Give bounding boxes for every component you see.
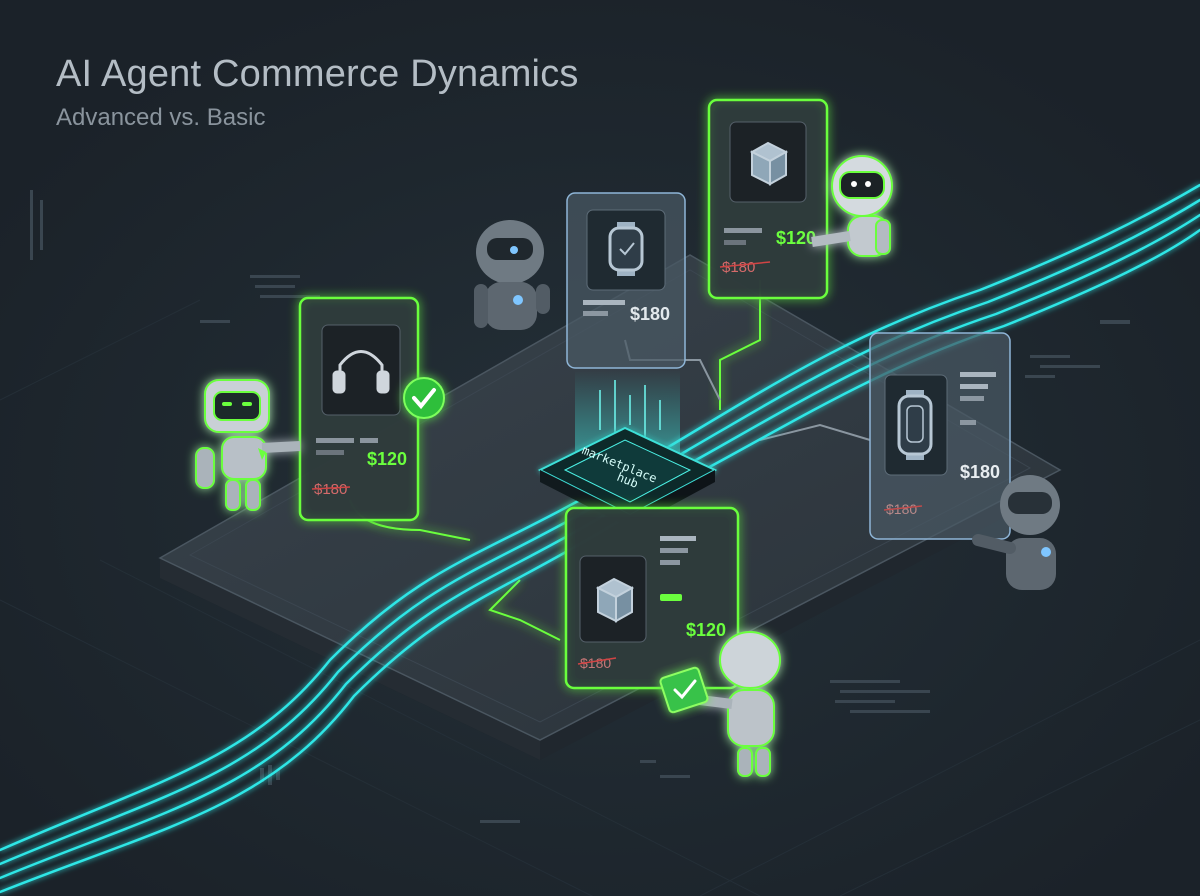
strikethrough [883, 505, 923, 511]
card-line [316, 450, 344, 455]
robot-agent-bottom [659, 631, 781, 777]
accept-check-badge [403, 377, 445, 419]
product-card-watch-center[interactable]: $180 [566, 192, 686, 369]
price-new: $120 [686, 620, 726, 640]
robot-agent-top-center [474, 220, 550, 330]
card-line [660, 536, 696, 541]
price-new: $120 [367, 449, 407, 469]
price-new: $180 [630, 304, 670, 324]
robot-chest-light [258, 448, 266, 460]
price-old: $180 [580, 655, 611, 671]
strikethrough [311, 486, 351, 490]
smartwatch-icon [608, 222, 644, 276]
smartwatch-icon [897, 390, 933, 460]
price-new: $120 [776, 228, 816, 248]
card-line [724, 228, 762, 233]
robot-chest-light [513, 295, 523, 305]
card-line [660, 560, 680, 565]
robot-eye [865, 181, 871, 187]
checkmark-icon [673, 679, 697, 700]
package-box-icon [749, 141, 789, 186]
card-line [583, 311, 608, 316]
robot-agent-top-right [811, 155, 893, 257]
strikethrough [577, 657, 617, 665]
card-line [960, 384, 988, 389]
hub-beam-lines [599, 380, 661, 445]
robot-eye [851, 181, 857, 187]
hub-beam [575, 370, 680, 460]
price-old: $180 [722, 259, 755, 276]
price-old: $180 [886, 501, 917, 517]
card-line [583, 300, 625, 305]
robot-eye [222, 402, 232, 406]
package-box-icon [595, 577, 635, 623]
product-card-box-bottom[interactable]: $180 $120 [564, 506, 740, 690]
robot-chest-light [1041, 547, 1051, 557]
robot-eye [242, 402, 252, 406]
product-card-watch-right[interactable]: $180 $180 [869, 332, 1011, 540]
status-pill [660, 594, 682, 601]
background-grid [0, 199, 1200, 896]
headphones-icon [332, 350, 390, 394]
robot-agent-left [195, 379, 301, 511]
card-line [316, 438, 354, 443]
price-new: $180 [960, 462, 1000, 482]
strikethrough [719, 261, 771, 268]
price-old: $180 [314, 481, 347, 498]
approval-tablet [659, 666, 709, 714]
card-line [960, 372, 996, 377]
card-line [960, 420, 976, 425]
card-line [360, 438, 378, 443]
card-line [724, 240, 746, 245]
product-card-headphones[interactable]: $180 $120 [298, 296, 420, 522]
product-card-box-top[interactable]: $180 $120 [707, 98, 829, 300]
card-line [660, 548, 688, 553]
robot-agent-right [972, 475, 1060, 590]
decorative-code-marks [30, 190, 1130, 823]
card-line [960, 396, 984, 401]
checkmark-icon [412, 388, 436, 410]
robot-eye [510, 246, 518, 254]
